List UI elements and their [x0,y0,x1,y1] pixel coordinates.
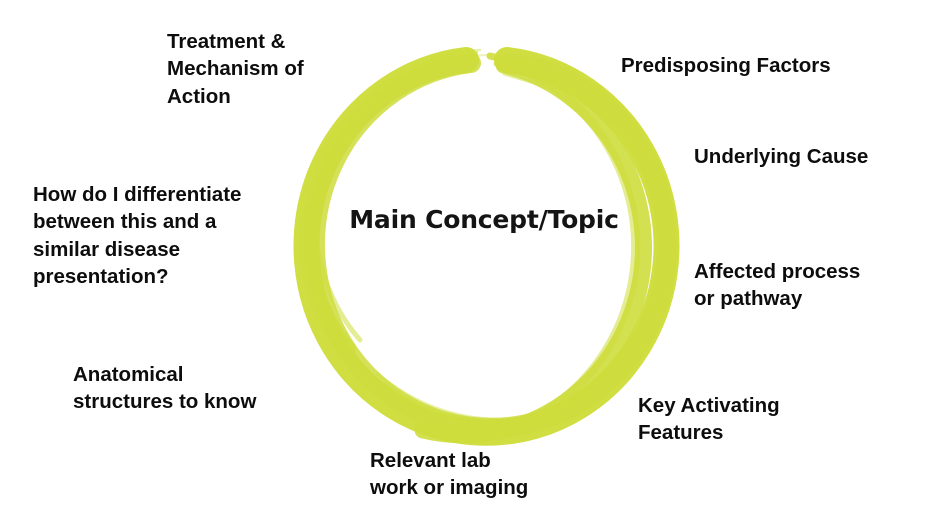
spoke-label-anatomical: Anatomical structures to know [73,363,257,414]
center-topic-label: Main Concept/Topic [349,205,619,234]
spoke-label-affected: Affected process or pathway [694,260,861,311]
spoke-label-predisposing: Predisposing Factors [621,54,831,77]
spoke-label-treatment: Treatment & Mechanism of Action [167,30,304,108]
spoke-label-relevant-lab: Relevant lab work or imaging [370,449,529,500]
brush-circle-graphic [290,44,680,446]
spoke-label-differentiate: How do I differentiate between this and … [33,183,242,288]
spoke-label-key-activating: Key Activating Features [638,394,780,445]
spoke-label-underlying: Underlying Cause [694,145,869,168]
